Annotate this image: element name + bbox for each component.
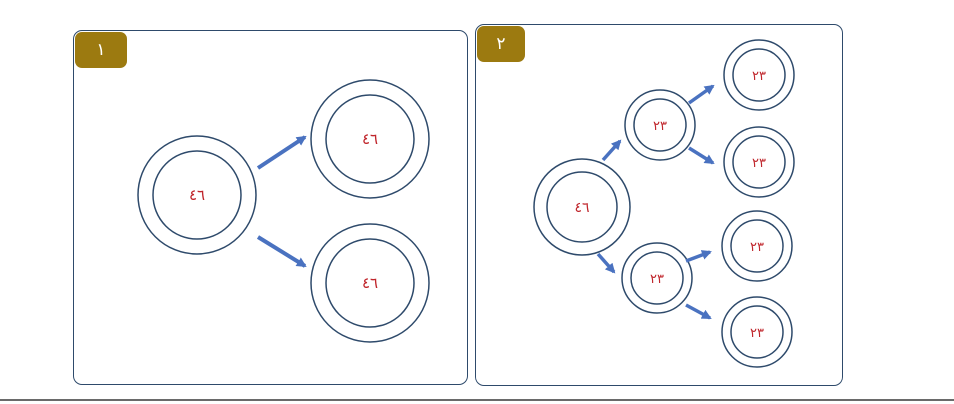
panel-number-badge-1: ١ bbox=[75, 32, 127, 68]
cell-p2-second-4: ٢٣ bbox=[721, 296, 793, 368]
cell-p1-parent: ٤٦ bbox=[137, 135, 257, 255]
arrow-p1-bottom bbox=[256, 235, 307, 268]
cell-p2-first-bottom: ٢٣ bbox=[621, 242, 693, 314]
cell-p2-second-2-label: ٢٣ bbox=[752, 156, 766, 171]
cell-p1-daughter-bottom-label: ٤٦ bbox=[362, 274, 378, 292]
arrow-p2-bottom-to-4 bbox=[685, 303, 712, 320]
cell-p2-second-4-label: ٢٣ bbox=[750, 326, 764, 341]
cell-p2-second-3-label: ٢٣ bbox=[750, 240, 764, 255]
cell-p1-daughter-top: ٤٦ bbox=[310, 79, 430, 199]
bottom-divider bbox=[0, 399, 954, 401]
cell-p2-first-top: ٢٣ bbox=[624, 89, 696, 161]
arrow-p2-parent-to-top bbox=[601, 139, 622, 162]
cell-p2-first-top-label: ٢٣ bbox=[653, 119, 667, 134]
arrow-p2-bottom-to-3 bbox=[685, 250, 712, 263]
arrow-p2-top-to-2 bbox=[688, 146, 715, 165]
cell-p1-daughter-top-label: ٤٦ bbox=[362, 130, 378, 148]
cell-p2-first-bottom-label: ٢٣ bbox=[650, 272, 664, 287]
cell-p2-second-1: ٢٣ bbox=[723, 39, 795, 111]
cell-p2-parent-label: ٤٦ bbox=[574, 200, 589, 216]
cell-p2-second-1-label: ٢٣ bbox=[752, 69, 766, 84]
cell-p2-second-2: ٢٣ bbox=[723, 126, 795, 198]
arrow-p2-parent-to-bottom bbox=[596, 252, 616, 274]
cell-p2-parent: ٤٦ bbox=[533, 158, 631, 256]
arrow-p2-top-to-1 bbox=[687, 84, 715, 105]
cell-p1-parent-label: ٤٦ bbox=[189, 186, 205, 204]
cell-p2-second-3: ٢٣ bbox=[721, 210, 793, 282]
panel-number-badge-2: ٢ bbox=[477, 26, 525, 62]
arrow-p1-top bbox=[256, 135, 307, 170]
cell-p1-daughter-bottom: ٤٦ bbox=[310, 223, 430, 343]
